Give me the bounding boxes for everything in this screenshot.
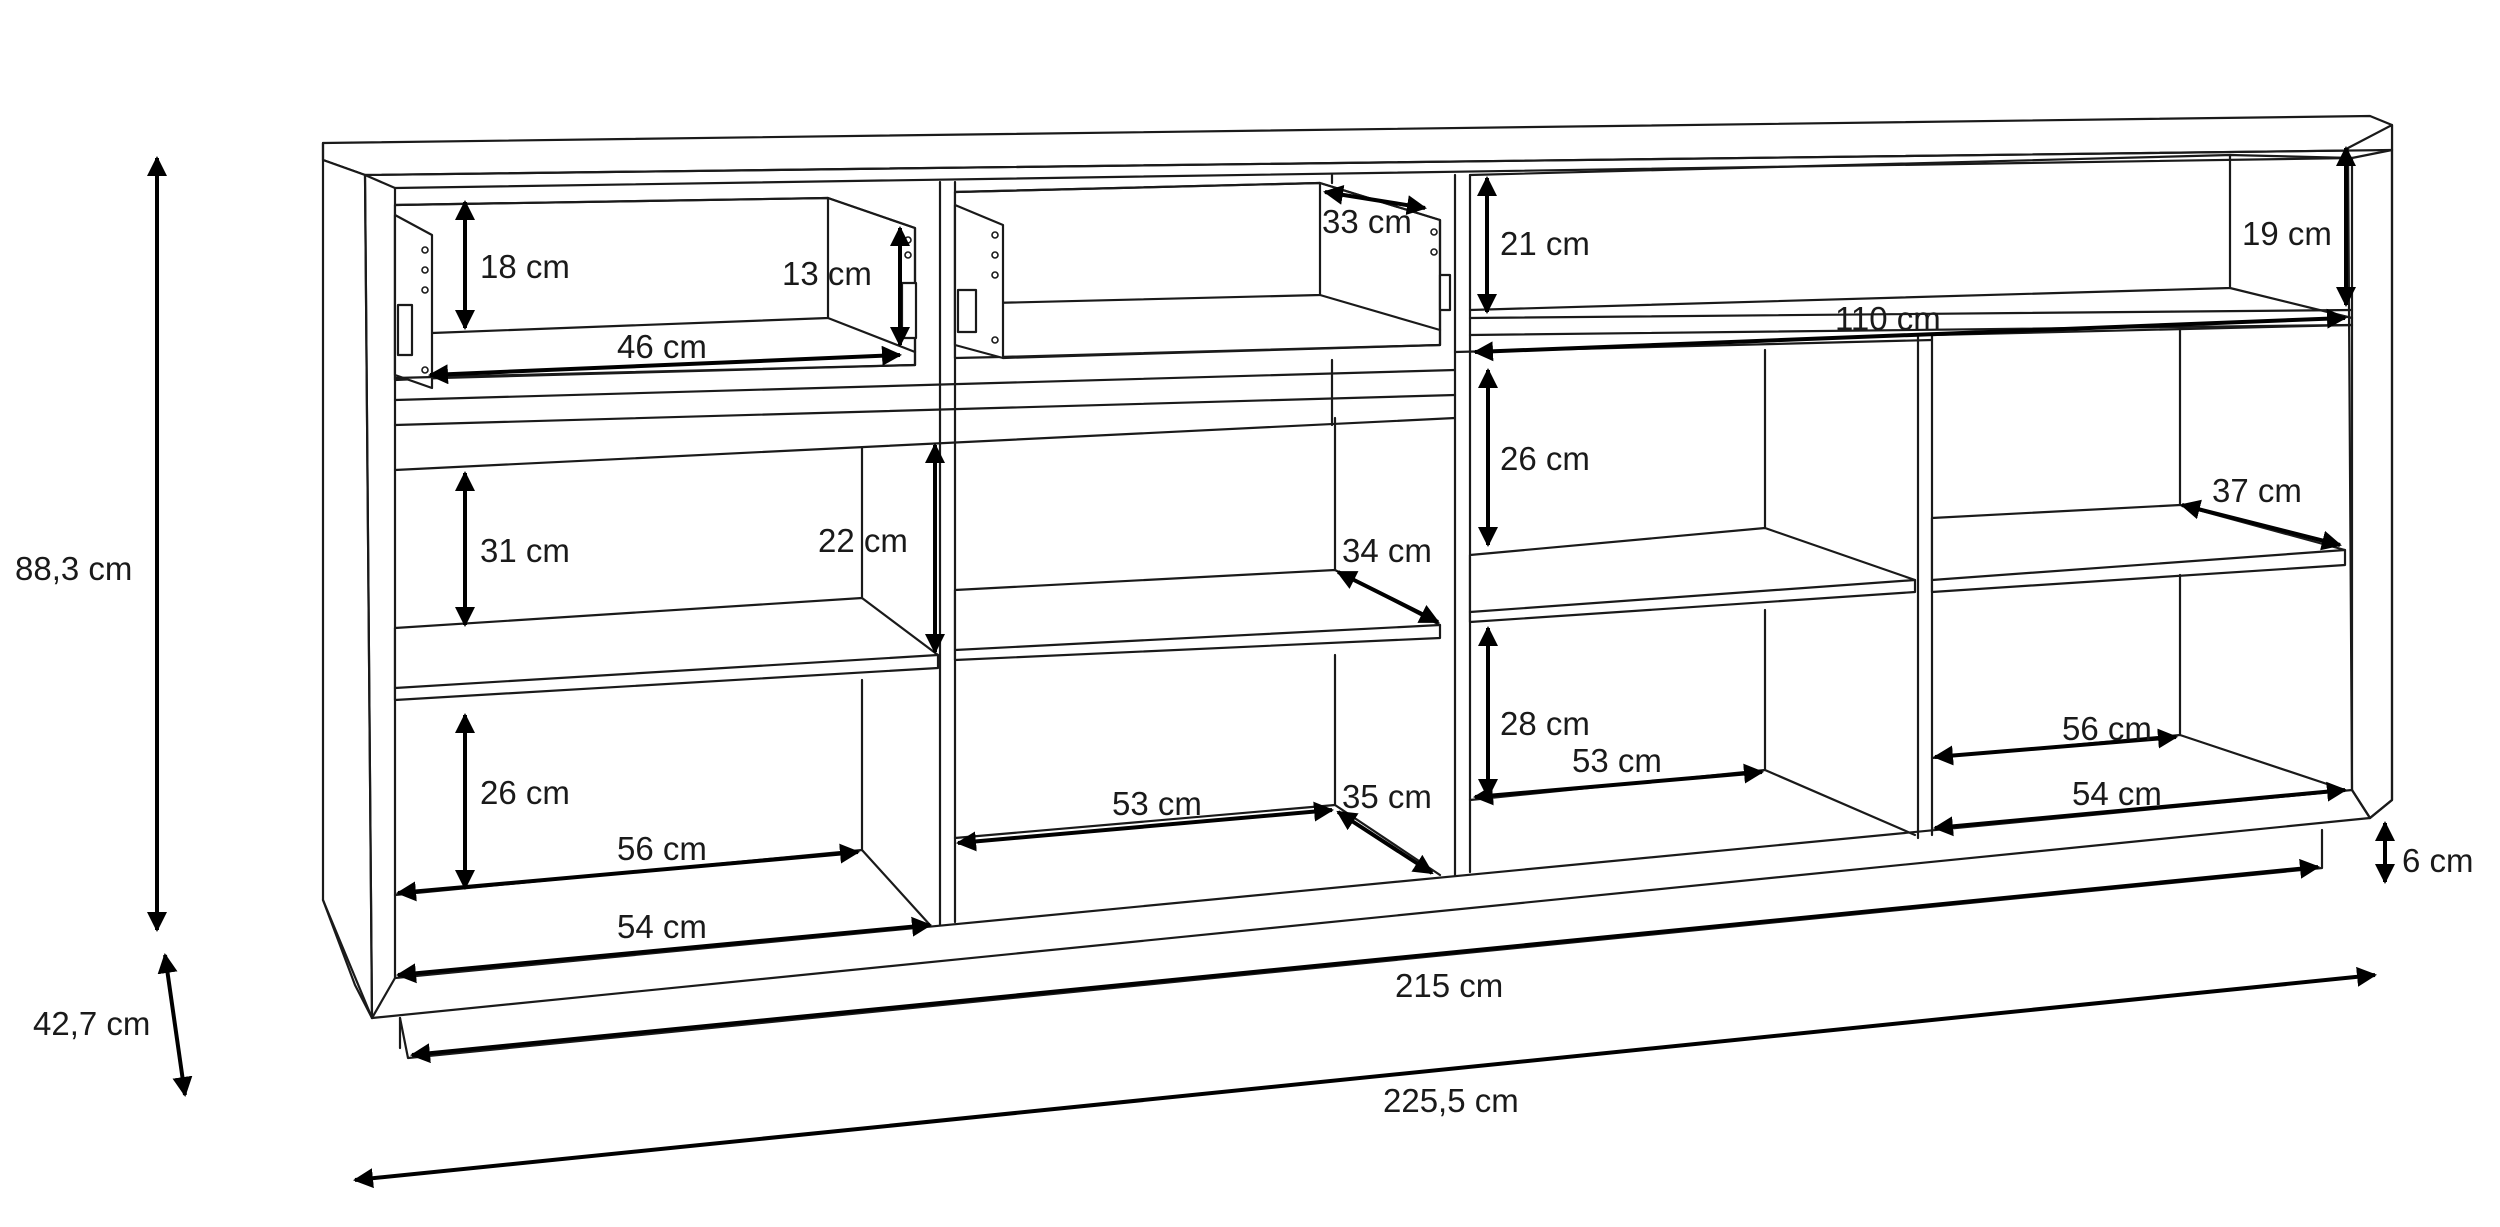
label-right-low-height: 28 cm: [1500, 705, 1590, 742]
drawer-middle: [953, 173, 1452, 360]
label-right-low-width: 53 cm: [1572, 742, 1662, 779]
left-side-panel: [321, 158, 374, 1020]
label-top-right-height: 21 cm: [1500, 225, 1590, 262]
drawer-left: [393, 196, 918, 390]
right-side-panel: [2346, 123, 2394, 820]
label-top-right-width: 110 cm: [1835, 300, 1941, 337]
label-drawer1-width: 46 cm: [617, 328, 707, 365]
label-left-low-width: 54 cm: [617, 908, 707, 945]
label-right-upper-height: 26 cm: [1500, 440, 1590, 477]
label-drawer1-height: 18 cm: [480, 248, 570, 285]
label-mid-shelf-depth: 34 cm: [1342, 532, 1432, 569]
label-mid-height: 22 cm: [818, 522, 908, 559]
label-body-width: 215 cm: [1395, 967, 1503, 1004]
label-plinth-height: 6 cm: [2402, 842, 2474, 879]
dimension-arrows: [147, 146, 2395, 1189]
label-left-low-height: 26 cm: [480, 774, 570, 811]
label-far-right-width: 54 cm: [2072, 775, 2162, 812]
label-total-width: 225,5 cm: [1383, 1082, 1519, 1119]
top-slab: [321, 114, 2394, 177]
label-top-right-side: 19 cm: [2242, 215, 2332, 252]
label-drawer2-depth: 33 cm: [1322, 203, 1412, 240]
label-mid-low-width: 53 cm: [1112, 785, 1202, 822]
dimension-labels: 88,3 cm 42,7 cm 18 cm 13 cm 46 cm 33 cm …: [15, 203, 2474, 1119]
label-drawer1-inner: 13 cm: [782, 255, 872, 292]
label-right-shelf-depth: 37 cm: [2212, 472, 2302, 509]
label-left-mid-height: 31 cm: [480, 532, 570, 569]
label-left-low-depth: 56 cm: [617, 830, 707, 867]
front-frame: [363, 148, 2394, 1020]
label-depth: 42,7 cm: [33, 1005, 150, 1042]
label-total-height: 88,3 cm: [15, 550, 132, 587]
drawer-rail: [393, 358, 1457, 472]
label-mid-low-depth: 35 cm: [1342, 778, 1432, 815]
label-far-right-depth: 56 cm: [2062, 710, 2152, 747]
